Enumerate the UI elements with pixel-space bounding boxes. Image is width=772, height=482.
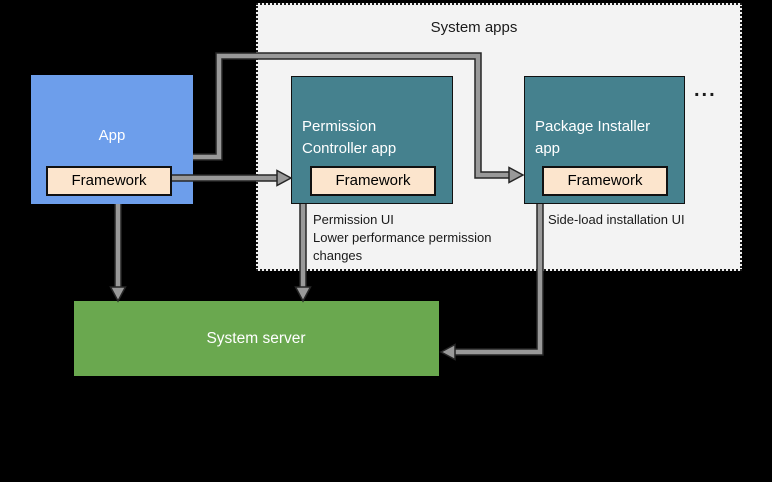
more-apps-ellipsis: ... <box>694 79 717 101</box>
permission-controller-framework-box: Framework <box>310 166 436 196</box>
package-installer-note: Side-load installation UI <box>548 212 685 227</box>
arrowhead-into-system-server-right <box>439 343 456 361</box>
permission-controller-label-line2: Controller app <box>302 140 397 157</box>
package-installer-label: Package Installer app <box>535 116 681 160</box>
package-installer-label-line1: Package Installer <box>535 118 651 135</box>
app-framework-box: Framework <box>46 166 172 196</box>
package-installer-label-line2: app <box>535 140 561 157</box>
package-installer-box: Package Installer app Framework <box>524 76 685 204</box>
system-server-box: System server <box>74 301 439 376</box>
permission-controller-note: Permission UI Lower performance permissi… <box>313 211 533 265</box>
permission-controller-box: Permission Controller app Framework <box>291 76 453 204</box>
permission-controller-note-line1: Permission UI <box>313 212 394 227</box>
permission-controller-note-line2: Lower performance permission <box>313 230 492 245</box>
arrow-app-to-system-server <box>109 204 127 303</box>
permission-controller-label-line1: Permission <box>302 118 377 135</box>
permission-controller-label: Permission Controller app <box>302 116 448 160</box>
system-apps-title: System apps <box>430 19 518 36</box>
arrowhead-permission-controller-into-system-server <box>294 286 312 303</box>
package-installer-framework-box: Framework <box>542 166 668 196</box>
permission-controller-note-line3: changes <box>313 248 363 263</box>
arrowhead-app-into-system-server <box>109 286 127 303</box>
app-box-label: App <box>98 127 126 144</box>
app-box: App Framework <box>31 75 193 204</box>
system-server-label: System server <box>206 330 306 347</box>
